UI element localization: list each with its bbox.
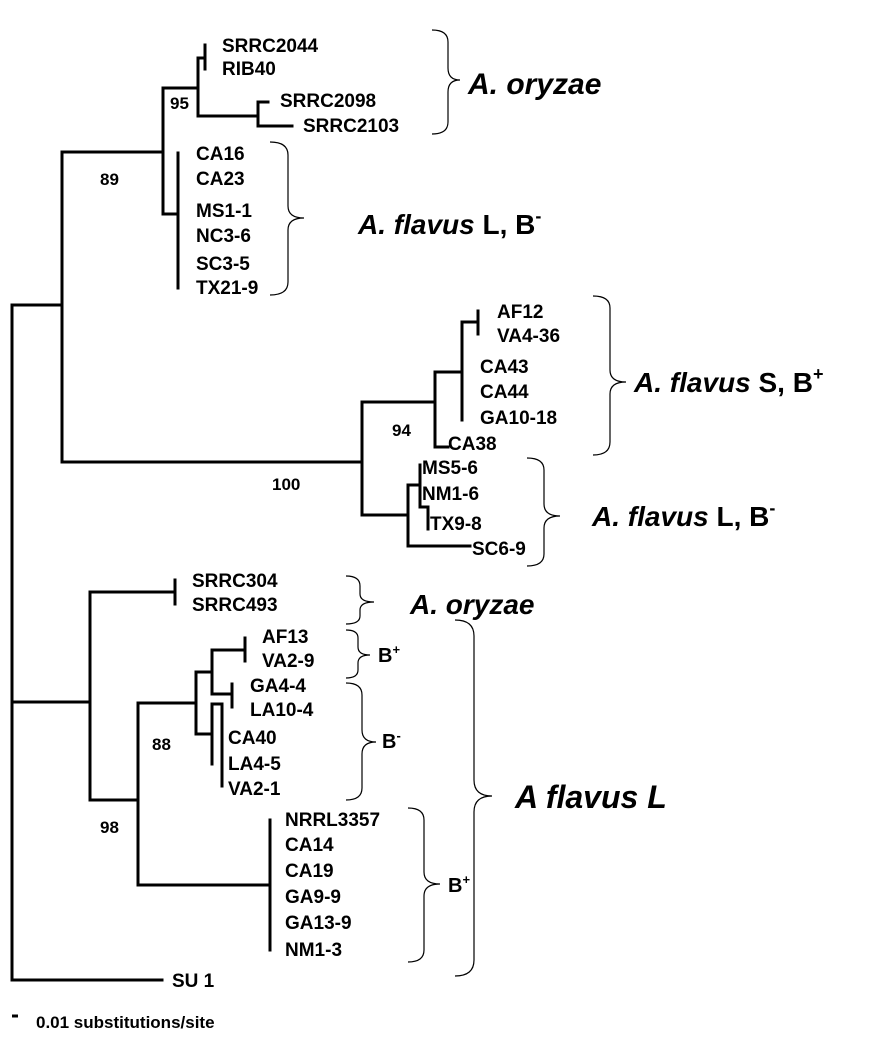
group-bplus-2: B+ xyxy=(448,872,470,897)
group-labels: A. oryzae A. flavus L, B- A. flavus S, B… xyxy=(357,68,823,897)
group-flavus-l-bminus-mid: A. flavus L, B- xyxy=(591,498,775,532)
group-bplus-1: B+ xyxy=(378,642,400,667)
leaf-ca23: CA23 xyxy=(196,169,245,190)
group-braces xyxy=(269,29,627,977)
bootstrap-94: 94 xyxy=(392,421,411,440)
bootstrap-98: 98 xyxy=(100,818,119,837)
leaf-ca19: CA19 xyxy=(285,861,334,882)
bootstrap-values: 95 89 94 100 88 98 xyxy=(100,94,411,837)
leaf-ca14: CA14 xyxy=(285,835,334,856)
leaf-af13: AF13 xyxy=(262,627,308,648)
leaf-tx21-9: TX21-9 xyxy=(196,278,258,299)
brace-bplus-2 xyxy=(407,807,441,963)
leaf-srrc2103: SRRC2103 xyxy=(303,116,399,137)
scale-bar: 0.01 substitutions/site xyxy=(12,1013,215,1032)
bootstrap-95: 95 xyxy=(170,94,189,113)
brace-flavus-s xyxy=(592,295,627,456)
leaf-ca16: CA16 xyxy=(196,144,245,165)
leaf-ca38: CA38 xyxy=(448,434,497,455)
leaf-srrc2098: SRRC2098 xyxy=(280,91,376,112)
leaf-nm1-6: NM1-6 xyxy=(422,484,479,505)
leaf-labels: SRRC2044 RIB40 SRRC2098 SRRC2103 CA16 CA… xyxy=(172,36,560,992)
leaf-af12: AF12 xyxy=(497,302,543,323)
brace-flavus-l xyxy=(454,619,493,977)
group-flavus-s-bplus: A. flavus S, B+ xyxy=(633,364,823,398)
leaf-ca40: CA40 xyxy=(228,728,277,749)
group-flavus-l-bminus-top: A. flavus L, B- xyxy=(357,206,541,240)
brace-oryzae-bottom xyxy=(345,575,375,625)
brace-bminus xyxy=(345,682,377,801)
leaf-nc3-6: NC3-6 xyxy=(196,226,251,247)
leaf-va4-36: VA4-36 xyxy=(497,326,560,347)
leaf-va2-9: VA2-9 xyxy=(262,651,314,672)
scale-bar-label: 0.01 substitutions/site xyxy=(36,1013,215,1032)
leaf-nm1-3: NM1-3 xyxy=(285,940,342,961)
group-flavus-l: A flavus L xyxy=(514,779,667,815)
leaf-ga9-9: GA9-9 xyxy=(285,887,341,908)
brace-flavus-l-mid xyxy=(526,457,561,567)
leaf-srrc304: SRRC304 xyxy=(192,571,278,592)
leaf-ga4-4: GA4-4 xyxy=(250,676,306,697)
leaf-sc6-9: SC6-9 xyxy=(472,539,526,560)
group-bminus: B- xyxy=(382,728,401,753)
bootstrap-89: 89 xyxy=(100,170,119,189)
leaf-ga10-18: GA10-18 xyxy=(480,408,557,429)
group-oryzae-bottom: A. oryzae xyxy=(409,589,535,620)
leaf-la4-5: LA4-5 xyxy=(228,754,281,775)
leaf-su1: SU 1 xyxy=(172,971,215,992)
leaf-ga13-9: GA13-9 xyxy=(285,913,352,934)
brace-oryzae-top xyxy=(431,29,461,135)
leaf-va2-1: VA2-1 xyxy=(228,779,281,800)
leaf-srrc2044: SRRC2044 xyxy=(222,36,319,57)
group-oryzae-top: A. oryzae xyxy=(467,68,601,101)
leaf-ms1-1: MS1-1 xyxy=(196,201,252,222)
brace-flavus-l-top xyxy=(269,141,305,296)
leaf-tx9-8: TX9-8 xyxy=(430,514,482,535)
leaf-nrrl3357: NRRL3357 xyxy=(285,810,380,831)
leaf-ca44: CA44 xyxy=(480,382,529,403)
leaf-ca43: CA43 xyxy=(480,357,529,378)
brace-bplus-1 xyxy=(345,629,371,679)
leaf-rib40: RIB40 xyxy=(222,59,276,80)
leaf-sc3-5: SC3-5 xyxy=(196,254,250,275)
tree-branches xyxy=(10,43,480,982)
bootstrap-100: 100 xyxy=(272,475,300,494)
leaf-la10-4: LA10-4 xyxy=(250,700,314,721)
leaf-ms5-6: MS5-6 xyxy=(422,458,478,479)
leaf-srrc493: SRRC493 xyxy=(192,595,278,616)
bootstrap-88: 88 xyxy=(152,735,171,754)
